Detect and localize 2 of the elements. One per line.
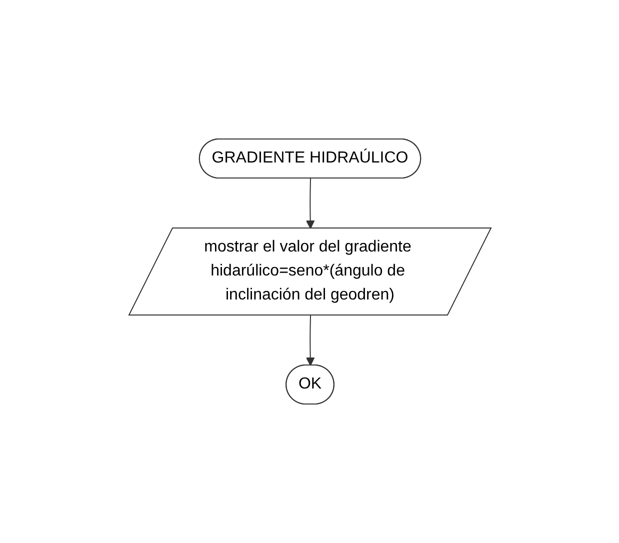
arrow bbox=[305, 315, 314, 366]
arrow bbox=[305, 178, 314, 229]
